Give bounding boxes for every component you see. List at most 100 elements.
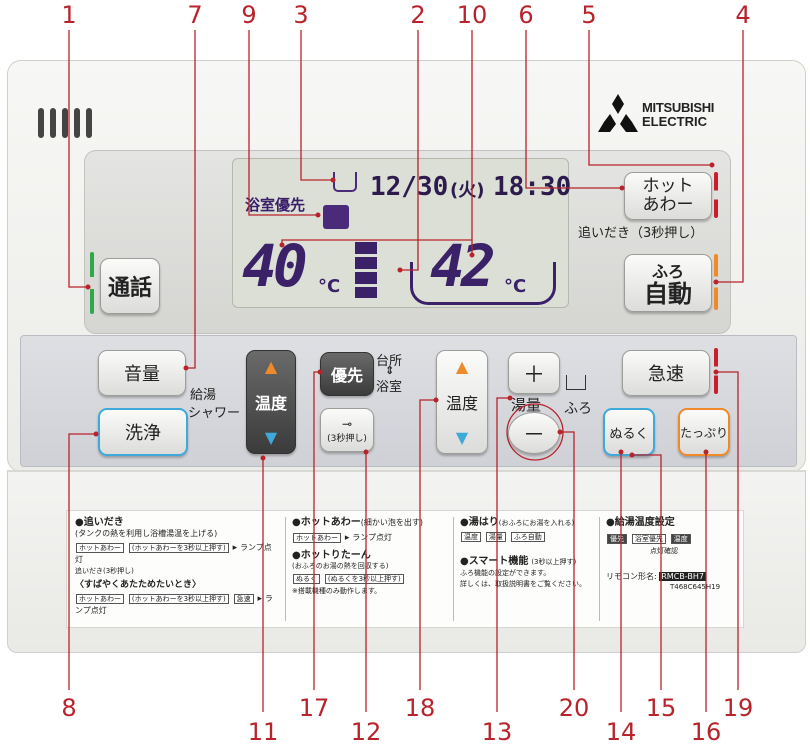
- hot-awa-led: [714, 172, 718, 218]
- hotawa-result: ランプ点灯: [352, 533, 393, 542]
- yuhari-key-temp: 温度: [461, 532, 481, 542]
- hotrita-desc: (おふろのお湯の熱を回収する): [292, 562, 389, 570]
- smart-title: ●スマート機能: [460, 555, 529, 567]
- brand-name-line2: ELECTRIC: [642, 114, 707, 129]
- callout-11: 11: [247, 718, 279, 746]
- furo-auto-led: [714, 254, 718, 310]
- oidaki-title: ●追いだき: [75, 517, 124, 528]
- kyusoku-label: 急速: [648, 364, 684, 385]
- furo-temp-down-icon[interactable]: ▼: [455, 428, 469, 447]
- hot-awa-button[interactable]: ホット あわー: [624, 172, 712, 220]
- oidaki-note-small: 追いだき(3秒押し): [75, 567, 134, 575]
- lock-button[interactable]: ⊸ (3秒押し): [320, 408, 374, 452]
- wash-button[interactable]: 洗浄: [98, 408, 188, 456]
- kyusoku-led: [714, 348, 718, 394]
- callout-16: 16: [690, 718, 722, 746]
- callout-10: 10: [456, 1, 488, 29]
- kyuyu-label: 給湯: [190, 388, 217, 403]
- kyuyu-setting-title: ●給湯温度設定: [606, 517, 675, 528]
- hotawa-key: ホットあわー: [293, 532, 341, 543]
- furo-temp-label: 温度: [445, 394, 478, 413]
- volume-button[interactable]: 音量: [98, 350, 186, 396]
- hotawa-guide: ●ホットあわー(細かい泡を出す) ホットあわー ▸ ランプ点灯 ●ホットりたーん…: [285, 517, 452, 621]
- callout-17: 17: [298, 694, 330, 722]
- callout-6: 6: [518, 1, 534, 29]
- temp-up-icon[interactable]: ▲: [264, 357, 278, 376]
- talk-button[interactable]: 通話: [100, 258, 160, 314]
- oidaki-note: 追いだき（3秒押し）: [578, 226, 704, 241]
- serial-number: T468C645H19: [670, 582, 721, 591]
- hotrita-key-hold: (ぬるくを3秒以上押す): [324, 574, 404, 584]
- kyuyu-temp-rocker[interactable]: ▲ 温度 ▼: [246, 350, 296, 454]
- swap-arrow-icon: ⇕: [385, 364, 395, 377]
- kitchen-temperature: 40: [242, 232, 308, 300]
- kitchen-temp-unit: °C: [318, 276, 341, 297]
- nuruku-label: ぬるく: [609, 426, 649, 442]
- furo-small-label: ふろ: [564, 401, 592, 417]
- oidaki-subtitle: 〈すばやくあたためたいとき〉: [75, 580, 202, 590]
- callout-12: 12: [350, 718, 382, 746]
- callout-9: 9: [241, 1, 257, 29]
- furo-temp-up-icon[interactable]: ▲: [455, 357, 469, 376]
- yuhari-guide: ●湯はり(おふろにお湯を入れる) 温度 湯量 ふろ自動 ●スマート機能 (3秒以…: [453, 517, 598, 621]
- hotrita-title: ●ホットりたーん: [292, 550, 371, 561]
- date-display: 12/30: [370, 172, 449, 202]
- nuruku-button[interactable]: ぬるく: [603, 408, 655, 456]
- bath-tub-icon: [333, 172, 357, 192]
- smart-key: (3秒以上押す): [531, 557, 577, 566]
- lock-icon: ⊸: [341, 416, 353, 431]
- kyuyu-key-temp: 温度: [670, 534, 691, 544]
- kyusoku-button[interactable]: 急速: [622, 350, 710, 396]
- smart-desc-1: ふろ機能の設定ができます。: [460, 568, 551, 577]
- oidaki-key-hotawa: ホットあわー: [76, 542, 124, 553]
- furo-auto-button[interactable]: ふろ 自動: [624, 254, 712, 312]
- oidaki-key-hold: (ホットあわーを3秒以上押す): [128, 542, 229, 553]
- lock-3sec-label: (3秒押し): [327, 433, 367, 444]
- kyuyu-setting-guide: ●給湯温度設定 優先 浴室優先 温度 点灯確認 リモコン形名: RMCB-BH7…: [599, 517, 744, 621]
- yuhari-desc: (おふろにお湯を入れる): [498, 519, 575, 527]
- bath-label: 浴室: [376, 380, 403, 395]
- hotrita-key: ぬるく: [293, 574, 320, 584]
- model-label: リモコン形名:: [606, 571, 657, 581]
- furo-auto-label-2: 自動: [644, 280, 692, 308]
- callout-14: 14: [605, 718, 637, 746]
- callout-13: 13: [481, 718, 513, 746]
- callout-5: 5: [581, 1, 597, 29]
- oidaki-key-kyusoku: 急速: [233, 593, 254, 604]
- callout-19: 19: [722, 694, 754, 722]
- callout-15: 15: [645, 694, 677, 722]
- talk-led: [90, 252, 94, 314]
- bath-priority-indicator: 浴室優先: [245, 196, 306, 214]
- brand-name-line1: MITSUBISHI: [642, 100, 715, 115]
- level-bars-icon: [355, 242, 377, 298]
- bath-tub-outline-icon: [410, 262, 556, 305]
- yuhari-title: ●湯はり: [460, 517, 499, 528]
- temp-down-icon[interactable]: ▼: [264, 428, 278, 447]
- weekday-display: (火): [450, 180, 485, 201]
- shower-icon: [323, 205, 349, 229]
- hot-awa-label-1: ホット: [642, 176, 694, 196]
- callout-3: 3: [293, 1, 309, 29]
- volume-plus-button[interactable]: ＋: [508, 352, 560, 394]
- hotawa-desc: (細かい泡を出す): [360, 518, 423, 527]
- time-display: 18:30: [493, 172, 572, 202]
- callout-18: 18: [404, 694, 436, 722]
- volume-label: 音量: [124, 364, 160, 385]
- wash-label: 洗浄: [125, 423, 161, 444]
- callout-20: 20: [558, 694, 590, 722]
- model-number: RMCB-BH7: [659, 571, 706, 581]
- minus-label: －: [522, 423, 545, 448]
- furo-temp-rocker[interactable]: ▲ 温度 ▼: [436, 350, 488, 454]
- tappuri-label: たっぷり: [680, 425, 729, 440]
- priority-button[interactable]: 優先: [320, 352, 374, 396]
- callout-1: 1: [61, 1, 77, 29]
- tappuri-button[interactable]: たっぷり: [678, 408, 730, 456]
- volume-minus-button[interactable]: －: [508, 412, 560, 454]
- oidaki-key-hotawa-2: ホットあわー: [76, 593, 124, 604]
- oidaki-key-hold-2: (ホットあわーを3秒以上押す): [128, 593, 229, 604]
- priority-label: 優先: [330, 366, 363, 385]
- furo-auto-label-1: ふろ: [651, 262, 684, 281]
- shower-label: シャワー: [188, 406, 241, 421]
- hotrita-note: ※搭載機種のみ動作します。: [292, 586, 382, 595]
- kyuyu-key-priority: 優先: [607, 534, 627, 544]
